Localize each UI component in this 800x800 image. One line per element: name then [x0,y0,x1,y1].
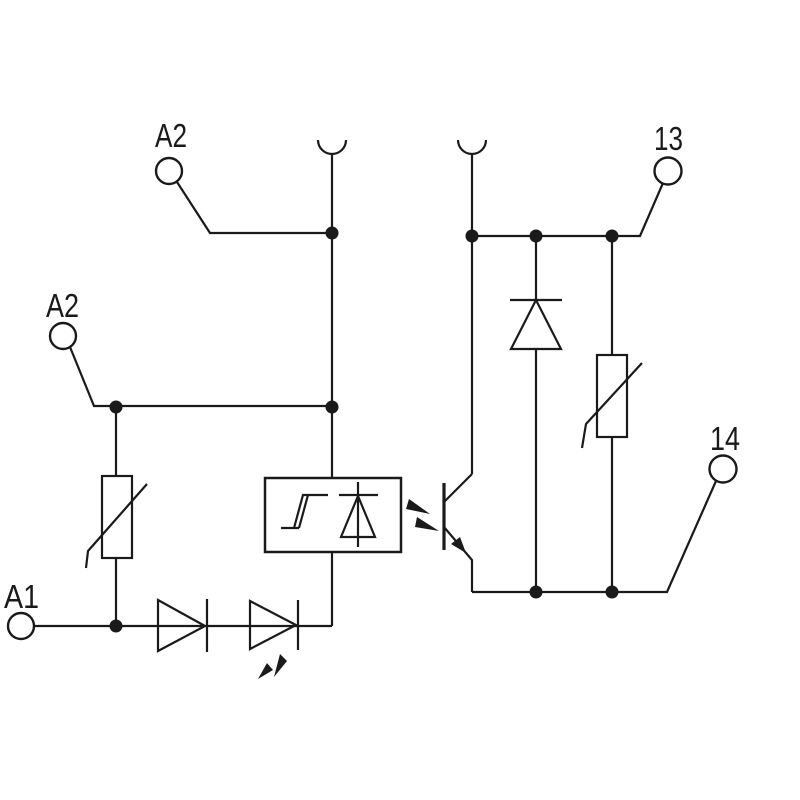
wire-14-line [472,480,718,594]
phototransistor-icon [406,473,474,592]
series-diode-icon [156,598,209,653]
phototransistor-collector [443,473,473,503]
input-stage-box [263,476,403,554]
wire-a2-top [176,181,332,235]
wire-a1-line [34,552,334,628]
terminal-14-label: 14 [710,420,740,457]
varistor-input-icon [84,407,148,626]
status-led-light-arrow-2 [274,654,287,677]
varistor-input-slash [84,483,148,569]
series-diode-triangle [156,598,208,653]
varistor-output-body [595,353,629,439]
suppressor-diode-triangle [339,493,377,539]
terminal-13-label: 13 [654,120,683,157]
input-stage-outline [263,476,403,554]
status-led-icon [248,599,300,679]
opto-light-arrow-2 [415,517,439,531]
varistor-input-body [100,474,134,560]
terminal-a2-top-label: A2 [155,117,187,154]
status-led-triangle [248,599,299,651]
junction-dot [605,229,619,243]
terminal-a2-mid-circle [48,321,78,351]
terminal-14-circle [708,454,738,484]
terminal-14: 14 [472,420,740,594]
status-led-light-arrow-1 [258,663,273,679]
terminal-a1: A1 [4,552,334,641]
varistor-output-icon [580,236,643,592]
terminal-a2-top-circle [154,156,184,186]
junction-dot [325,226,339,240]
phototransistor-emitter-arrow [451,537,466,553]
wire-13-line [472,182,665,238]
junction-dot [109,400,123,414]
freewheeling-diode-triangle [509,297,563,351]
phototransistor-emitter [443,526,474,592]
junction-dot [529,229,543,243]
junction-dot [605,585,619,599]
schmitt-trigger-icon [281,493,328,530]
terminal-a2-top: A2 [154,117,332,235]
junction-dots [109,226,619,633]
terminal-a2-mid-label: A2 [46,287,79,324]
terminal-a2-mid: A2 [46,287,332,408]
junction-dot [465,229,479,243]
opto-light-arrow-1 [406,499,430,514]
wire-a2-mid [68,346,332,408]
junction-dot [109,619,123,633]
varistor-output-slash [580,362,643,449]
socket-arc-right [456,139,488,156]
junction-dot [529,585,543,599]
socket-arc-left [316,139,348,156]
socket-contact-left-icon [316,139,348,156]
terminal-13: 13 [472,120,683,238]
junction-dot [325,400,339,414]
terminal-a1-circle [6,611,36,641]
socket-contact-right-icon [456,139,488,156]
terminal-13-circle [653,156,683,186]
freewheeling-diode-icon [509,236,563,592]
suppressor-diode-icon [339,482,378,547]
terminal-a1-label: A1 [4,578,39,615]
